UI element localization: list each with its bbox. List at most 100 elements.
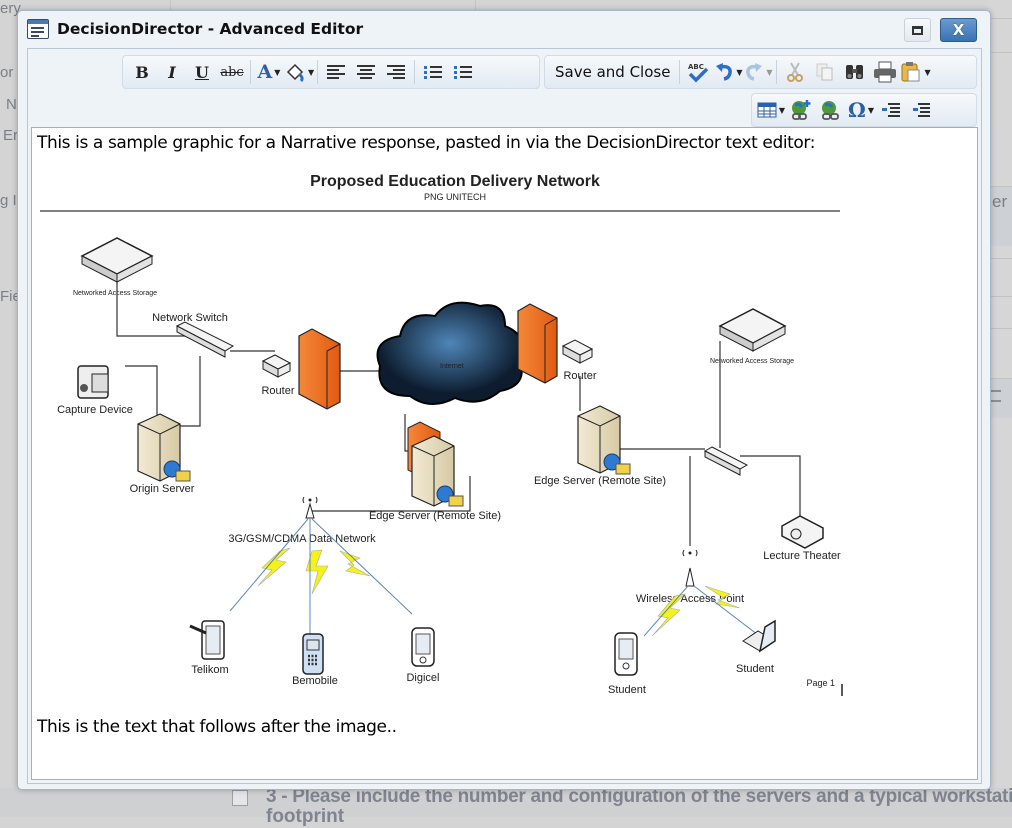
redo-button[interactable]: ▼ [743,59,773,85]
dropdown-caret-icon: ▼ [274,67,281,77]
insert-table-button[interactable]: ▼ [756,97,786,123]
connection-lines [116,276,801,546]
label-nas-right: Networked Access Storage [710,358,794,365]
router-right-icon [561,339,594,364]
label-internet: Internet [440,363,464,370]
table-icon [757,102,777,118]
maximize-button[interactable] [904,18,931,42]
strikethrough-button[interactable]: abc [217,59,247,85]
label-wireless-access-point: Wireless Access Point [636,593,744,605]
label-capture-device: Capture Device [57,404,133,416]
advanced-editor-dialog: DecisionDirector - Advanced Editor X B I… [17,10,991,790]
italic-button[interactable]: I [157,59,187,85]
label-nas-left: Networked Access Storage [73,290,157,297]
bg-text-fragment: er [992,192,1008,211]
insert-link-button[interactable] [786,97,816,123]
internet-cloud-icon [376,301,524,405]
redo-icon [746,63,763,81]
close-button[interactable]: X [940,18,977,42]
save-and-close-button[interactable]: Save and Close [555,63,671,81]
label-digicel: Digicel [406,672,439,684]
paste-button[interactable]: ▼ [900,59,931,85]
remove-link-icon [822,101,839,120]
bold-button[interactable]: B [127,59,157,85]
bulleted-list-button[interactable] [418,59,448,85]
cut-button[interactable] [780,59,810,85]
network-diagram-image[interactable]: Proposed Education Delivery Network PNG … [40,166,855,696]
numbered-list-icon [454,65,473,79]
align-icon [991,390,1001,402]
toolbar-separator [679,60,681,84]
outdent-button[interactable] [906,97,936,123]
underline-icon: U [195,62,209,82]
bg-text-fragment: N [6,96,17,113]
spellcheck-button[interactable]: ABC [683,59,713,85]
wap-wireless-lines [643,585,763,639]
svg-text:ABC: ABC [688,63,704,71]
network-switch-right-icon [703,446,749,476]
dropdown-caret-icon: ▼ [308,67,315,77]
edge-server-right-icon [577,405,631,475]
dropdown-caret-icon: ▼ [924,67,931,77]
dropdown-caret-icon: ▼ [736,67,743,77]
underline-button[interactable]: U [187,59,217,85]
actions-toolbar: Save and Close ABC ▼ ▼ ▼ [544,55,977,89]
spellcheck-icon: ABC [688,63,709,83]
window-icon [27,19,49,39]
digicel-pda-icon [411,627,435,667]
align-right-button[interactable] [381,59,411,85]
label-telikom: Telikom [191,664,228,676]
label-student-laptop: Student [736,663,774,675]
align-right-icon [387,65,406,79]
align-center-icon [357,65,376,79]
undo-icon [716,63,733,81]
wireless-signal-icons [257,547,371,595]
special-character-button[interactable]: Ω▼ [846,97,876,123]
align-center-button[interactable] [351,59,381,85]
label-page-number: Page 1 [806,678,835,688]
insert-toolbar: ▼ Ω▼ [751,93,977,127]
bg-text-fragment: or [0,64,14,81]
paint-bucket-icon [286,63,304,82]
nas-right-icon [718,308,787,352]
toolbar-separator [317,60,319,84]
indent-icon [882,103,900,117]
binoculars-icon [846,65,864,79]
network-switch-icon [175,321,235,358]
student-handheld-icon [614,632,638,676]
find-button[interactable] [840,59,870,85]
undo-button[interactable]: ▼ [713,59,743,85]
editor-content-area[interactable]: This is a sample graphic for a Narrative… [31,127,978,780]
toolbar-separator [250,60,251,84]
label-lecture-theater: Lecture Theater [763,550,841,562]
bg-text-fragment: Fie [0,288,21,305]
bg-question-text: 3 - Please include the number and config… [266,786,1012,807]
bg-text-fragment: g I [0,192,17,209]
toolbar-separator [414,60,416,84]
edge-server-center-icon [407,421,464,507]
intro-paragraph: This is a sample graphic for a Narrative… [37,133,816,153]
indent-button[interactable] [876,97,906,123]
cell-tower-icon [302,496,318,519]
outdent-icon [912,103,930,117]
label-network-switch: Network Switch [152,312,228,324]
title-bar[interactable]: DecisionDirector - Advanced Editor X [18,11,990,49]
editor-frame: B I U abc A▼ ▼ Save and Close ABC ▼ [27,48,982,784]
align-left-button[interactable] [321,59,351,85]
dropdown-caret-icon: ▼ [867,105,874,115]
highlight-color-button[interactable]: ▼ [284,59,314,85]
scissors-icon [787,62,804,82]
dropdown-caret-icon: ▼ [766,67,773,77]
numbered-list-button[interactable] [448,59,478,85]
remove-link-button[interactable] [816,97,846,123]
print-button[interactable] [870,59,900,85]
wap-signal-icons [651,585,741,637]
bold-icon: B [135,62,149,82]
bg-question-row [0,788,1012,817]
font-color-icon: A [257,61,273,83]
telikom-tablet-icon [189,620,225,660]
clipboard-icon [901,62,920,82]
font-color-button[interactable]: A▼ [254,59,284,85]
firewall-left-icon [298,328,341,410]
copy-button[interactable] [810,59,840,85]
